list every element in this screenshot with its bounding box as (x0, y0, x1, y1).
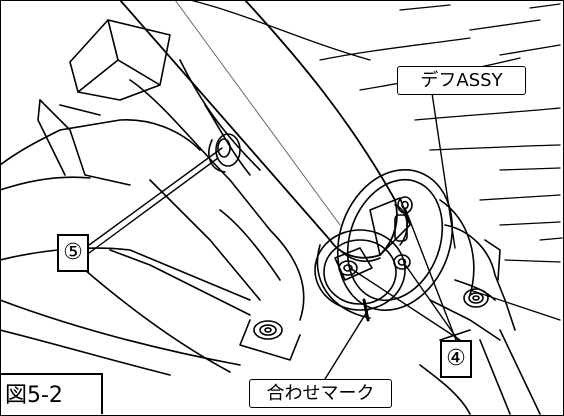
crossmember (129, 59, 305, 321)
leader-lines (84, 92, 461, 380)
chassis-lines (189, 0, 563, 321)
callout-diff-assy: デフASSY (397, 66, 526, 95)
alignment-mark-tick (362, 298, 370, 322)
bolt-5-head (208, 133, 241, 173)
callout-bolt-5: ⑤ (57, 234, 89, 272)
left-bracket (0, 99, 251, 376)
upper-left-block (69, 19, 171, 101)
mount-bolt-right (463, 288, 489, 308)
lower-strut (419, 329, 541, 415)
callout-alignment-mark: 合わせマーク (249, 379, 392, 408)
figure-label: 図5-2 (0, 373, 103, 414)
coupling-bolts (338, 196, 413, 276)
callout-bolt-4: ④ (440, 340, 472, 378)
mount-bolt-left (239, 319, 301, 361)
